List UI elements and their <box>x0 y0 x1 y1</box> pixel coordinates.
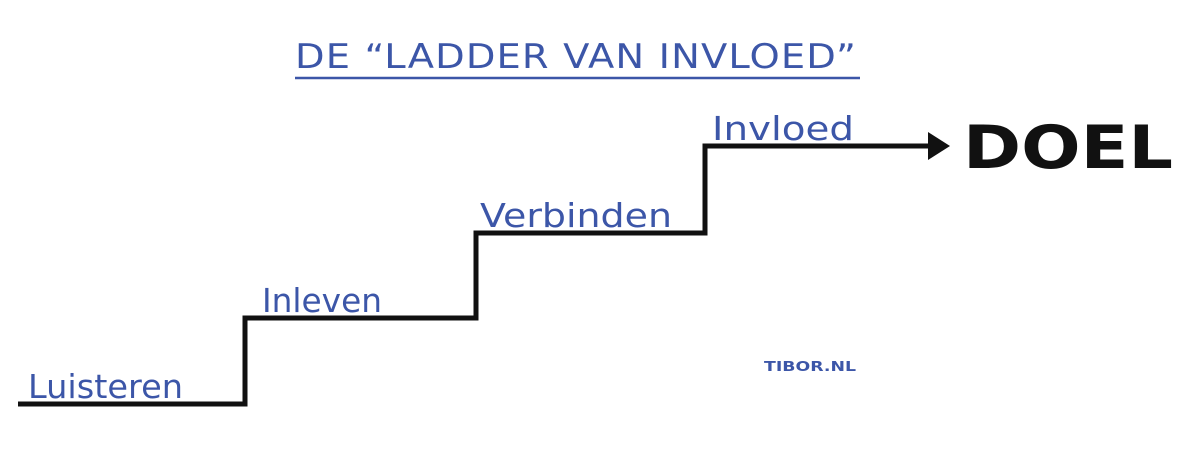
goal-label: DOEL <box>963 113 1173 183</box>
signature: TIBOR.NL <box>764 360 856 375</box>
diagram-title: DE “LADDER VAN INVLOED” <box>295 37 857 77</box>
staircase-line <box>18 143 935 407</box>
step-label-luisteren: Luisteren <box>28 367 183 406</box>
step-label-inleven: Inleven <box>262 281 382 320</box>
step-label-invloed: Invloed <box>712 109 854 148</box>
step-label-verbinden: Verbinden <box>480 196 672 235</box>
arrowhead-icon <box>928 132 950 160</box>
